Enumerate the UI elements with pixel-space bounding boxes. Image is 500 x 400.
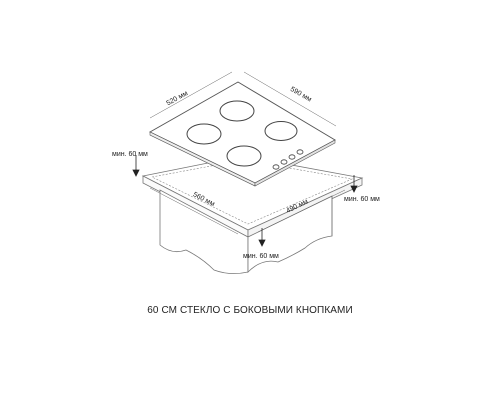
dim-line-cutout-left [149,187,239,235]
label-clearance-side: мин. 60 мм [344,196,380,203]
arrow-back-clearance-icon [132,155,140,177]
burner-front-icon [226,145,262,167]
label-clearance-back: мин. 60 мм [112,151,148,158]
burner-left-icon [186,123,222,145]
cutout-outline [151,159,354,225]
cabinet-right-side [247,195,333,273]
control-knobs [272,149,304,170]
label-clearance-bottom: мин. 60 мм [243,253,279,260]
arrow-bottom-clearance-icon [258,228,266,247]
knob-1-icon [272,164,280,170]
burner-right-icon [264,121,298,141]
countertop-front-right [247,177,363,238]
label-width-right: 590 мм [289,86,313,104]
label-width-left: 520 мм [165,90,189,107]
arrow-side-clearance-icon [350,175,358,193]
knob-3-icon [288,154,296,160]
cabinet-block [141,155,364,274]
burner-back-icon [219,100,255,122]
cabinet-left-side [159,189,249,274]
hob-plate [149,81,336,187]
dim-line-width-left [149,71,233,119]
dimension-lines [149,71,346,235]
dim-line-cutout-right [257,189,346,233]
knob-2-icon [280,159,288,165]
dim-line-width-right [243,71,337,127]
diagram-caption: 60 СМ СТЕКЛО С БОКОВЫМИ КНОПКАМИ [147,305,353,316]
hob-glass-edge-right [254,139,336,187]
knob-4-icon [296,149,304,155]
